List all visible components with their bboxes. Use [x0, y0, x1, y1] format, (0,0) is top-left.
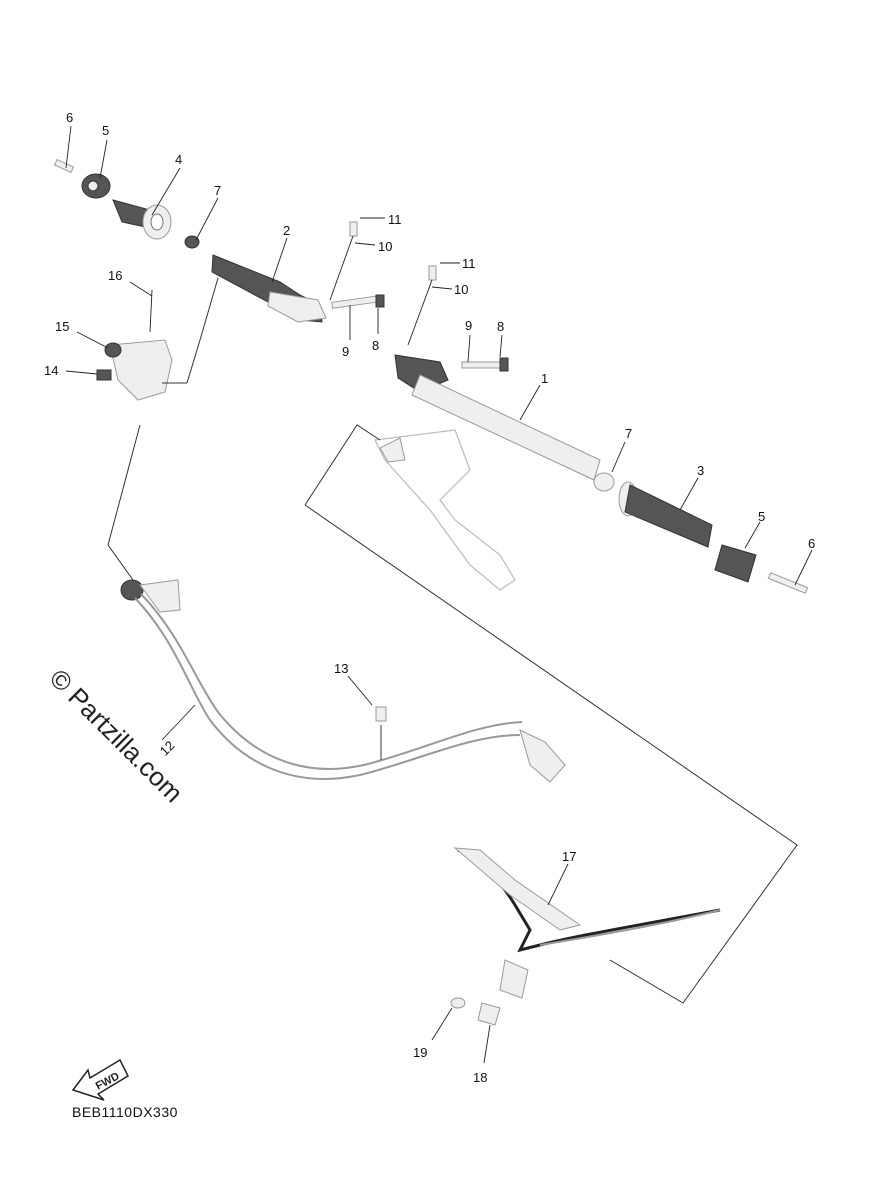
part-2-handlebar-left [211, 254, 327, 323]
callout-11-right: 11 [462, 256, 476, 271]
callout-17: 17 [562, 849, 576, 864]
part-13-cable-guide [375, 706, 387, 760]
callout-6-left: 6 [66, 110, 73, 125]
callout-9-right: 9 [465, 318, 472, 333]
callout-7-right: 7 [625, 426, 632, 441]
callout-10-left: 10 [378, 239, 392, 254]
callout-18: 18 [473, 1070, 487, 1085]
part-6-screw-right [767, 572, 809, 594]
part-7-collar-left [184, 235, 200, 249]
fwd-arrow-icon: FWD [71, 1058, 129, 1101]
part-5-end-weight-right [714, 544, 757, 583]
part-10-11-bolts-left [329, 221, 358, 301]
part-1-handlebar-right [394, 354, 601, 481]
right-handlebar-assembly [394, 265, 809, 594]
part-3-grip-right [618, 481, 713, 548]
callout-9-left: 9 [342, 344, 349, 359]
callout-14: 14 [44, 363, 58, 378]
callout-11-left: 11 [388, 212, 402, 227]
callout-19: 19 [413, 1045, 427, 1060]
part-7-collar-right [593, 472, 615, 492]
brake-lever-reference [374, 429, 516, 591]
callout-leaders [65, 125, 813, 1064]
watermark: © Partzilla.com [44, 663, 189, 808]
callout-3: 3 [697, 463, 704, 478]
callout-10-right: 10 [454, 282, 468, 297]
callout-5-left: 5 [102, 123, 109, 138]
callout-8-right: 8 [497, 319, 504, 334]
diagram-code: BEB1110DX330 [72, 1104, 178, 1120]
left-handlebar-assembly [53, 158, 385, 323]
callout-15: 15 [55, 319, 69, 334]
part-6-screw-left [53, 158, 75, 174]
callout-8-left: 8 [372, 338, 379, 353]
part-17-cable [453, 847, 721, 953]
part-12-throttle-cable [120, 579, 566, 783]
callout-1: 1 [541, 371, 548, 386]
callout-12: 12 [157, 738, 178, 759]
callout-labels: 6 5 4 7 2 11 10 11 10 16 15 14 9 8 9 8 1… [44, 110, 815, 1085]
callout-6-right: 6 [808, 536, 815, 551]
callout-4: 4 [175, 152, 182, 167]
part-10-11-bolts-right [407, 265, 437, 346]
callout-13: 13 [334, 661, 348, 676]
callout-16: 16 [108, 268, 122, 283]
part-8-bolt-right [461, 357, 509, 372]
part-18-19-fittings [450, 959, 529, 1026]
callout-2: 2 [283, 223, 290, 238]
part-8-bolt-left [331, 294, 385, 309]
callout-7-left: 7 [214, 183, 221, 198]
part-4-grip-left [112, 199, 172, 240]
callout-5-right: 5 [758, 509, 765, 524]
reference-frame [107, 277, 798, 1004]
throttle-housing [96, 289, 173, 401]
part-5-end-weight-left [81, 173, 111, 199]
